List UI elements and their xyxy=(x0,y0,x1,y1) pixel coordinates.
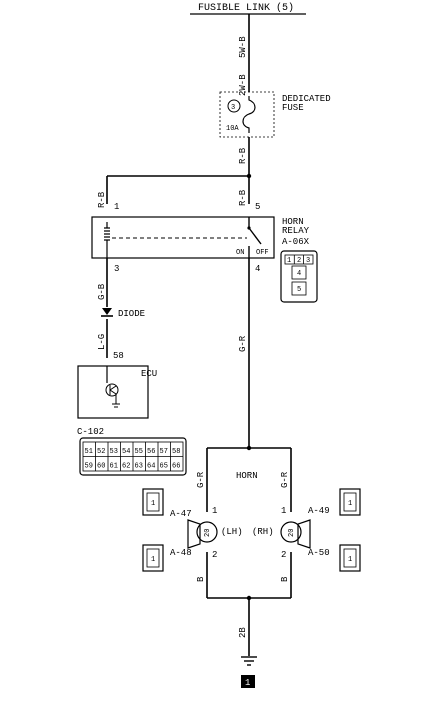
wire-label-g-b: G-B xyxy=(97,283,107,300)
relay-pin-5: 5 xyxy=(255,202,260,212)
ecu-grid-cell: 65 xyxy=(160,463,168,471)
wire-label-5w-b: 5W-B xyxy=(238,36,248,58)
ecu-grid-cell: 56 xyxy=(147,448,155,456)
relay-conn-cell-1: 1 xyxy=(287,257,291,265)
relay-connector-id: A-06X xyxy=(282,237,310,247)
wire-label-g-r: G-R xyxy=(238,335,248,352)
horn-junction-top xyxy=(246,445,252,451)
wire-label-r-b-fuse: R-B xyxy=(238,147,248,164)
svg-text:20: 20 xyxy=(288,529,296,537)
relay-conn-cell-4: 4 xyxy=(297,270,301,278)
connector-a48-label: A-48 xyxy=(170,548,192,558)
ecu-grid-cell: 66 xyxy=(172,463,180,471)
horn-lh-label: (LH) xyxy=(221,527,243,537)
connector-a50: 1 xyxy=(339,544,361,572)
connector-a49-label: A-49 xyxy=(308,506,330,516)
dedicated-fuse: 3 10A xyxy=(219,91,275,138)
ground-icon xyxy=(241,656,257,666)
relay-conn-cell-2: 2 xyxy=(297,257,301,265)
wire-label-r-b-left: R-B xyxy=(97,191,107,208)
wire-label-l-g: L-G xyxy=(97,334,107,350)
ecu-grid-cell: 53 xyxy=(110,448,118,456)
diode-label: DIODE xyxy=(118,309,145,319)
wire-label-2b: 2B xyxy=(238,627,248,638)
ecu-grid-cell: 58 xyxy=(172,448,180,456)
connector-a47: 1 xyxy=(142,488,164,516)
horn-junction-bottom xyxy=(246,595,252,601)
wire-label-2w-b: 2W-B xyxy=(238,74,248,96)
wire-label-b-right: B xyxy=(280,576,290,582)
connector-a49-pin: 1 xyxy=(348,500,352,508)
ecu-grid-cell: 52 xyxy=(97,448,105,456)
ecu-pin-58: 58 xyxy=(113,351,124,361)
wire-label-horn-left: G-R xyxy=(196,471,206,488)
fuse-name-line2: FUSE xyxy=(282,103,304,113)
fusible-link-title: FUSIBLE LINK (5) xyxy=(198,2,294,14)
wire-label-r-b-relay: R-B xyxy=(238,189,248,206)
relay-name-line1: HORN xyxy=(282,217,304,227)
ecu-grid-cell: 57 xyxy=(160,448,168,456)
ecu-block xyxy=(77,365,149,419)
ecu-grid-row-2: 59 60 61 62 63 64 65 66 xyxy=(85,456,180,471)
wire-label-horn-right: G-R xyxy=(280,471,290,488)
connector-a50-pin: 1 xyxy=(348,556,352,564)
ecu-connector-id: C-102 xyxy=(77,427,104,437)
ecu-grid-cell: 62 xyxy=(122,463,130,471)
relay-connector-face xyxy=(280,250,318,303)
fuse-number: 3 xyxy=(231,104,235,112)
ecu-grid-cell: 51 xyxy=(85,448,93,456)
horn-lh-pin-1: 1 xyxy=(212,506,217,516)
connector-a50-label: A-50 xyxy=(308,548,330,558)
fuse-rating: 10A xyxy=(226,125,239,133)
connector-a49: 1 xyxy=(339,488,361,516)
diode-icon xyxy=(101,308,113,317)
wire-label-b-left: B xyxy=(196,576,206,582)
transistor-icon xyxy=(105,383,119,397)
relay-off-label: OFF xyxy=(256,249,269,257)
fuse-element-icon xyxy=(242,96,256,133)
ecu-grid-cell: 63 xyxy=(135,463,143,471)
connector-a47-pin: 1 xyxy=(151,500,155,508)
ecu-grid-cell: 54 xyxy=(122,448,130,456)
connector-a48: 1 xyxy=(142,544,164,572)
svg-text:20: 20 xyxy=(204,529,212,537)
ecu-grid-cell: 64 xyxy=(147,463,155,471)
page-badge: 1 xyxy=(241,675,255,688)
ecu-grid-cell: 55 xyxy=(135,448,143,456)
horn-rh-pin-2: 2 xyxy=(281,550,286,560)
horn-label: HORN xyxy=(236,471,258,481)
horn-lh-pin-2: 2 xyxy=(212,550,217,560)
horn-rh-pin-1: 1 xyxy=(281,506,286,516)
connector-a48-pin: 1 xyxy=(151,556,155,564)
relay-pin-1: 1 xyxy=(114,202,119,212)
horn-rh-label: (RH) xyxy=(252,527,274,537)
relay-conn-cell-5: 5 xyxy=(297,286,301,294)
ecu-grid-cell: 61 xyxy=(110,463,118,471)
relay-pin-3: 3 xyxy=(114,264,119,274)
fuse-name-line1: DEDICATED xyxy=(282,94,331,104)
junction-dot xyxy=(246,173,252,179)
relay-name-line2: RELAY xyxy=(282,226,310,236)
ecu-grid-row-1: 51 52 53 54 55 56 57 58 xyxy=(85,442,180,457)
relay-coil-icon xyxy=(104,222,110,258)
relay-conn-cell-3: 3 xyxy=(306,257,310,265)
page-badge-number: 1 xyxy=(245,678,250,688)
ecu-grid-cell: 60 xyxy=(97,463,105,471)
connector-a47-label: A-47 xyxy=(170,509,192,519)
ecu-label: ECU xyxy=(141,369,157,379)
branch-wire-left xyxy=(106,175,249,204)
horn-relay: ON OFF xyxy=(91,216,275,259)
relay-pin-4: 4 xyxy=(255,264,260,274)
horn-rh: 20 xyxy=(280,519,311,549)
relay-on-label: ON xyxy=(236,249,244,257)
horn-lh: 20 xyxy=(187,519,218,549)
relay-switch-icon xyxy=(248,227,262,245)
ecu-grid-cell: 59 xyxy=(85,463,93,471)
